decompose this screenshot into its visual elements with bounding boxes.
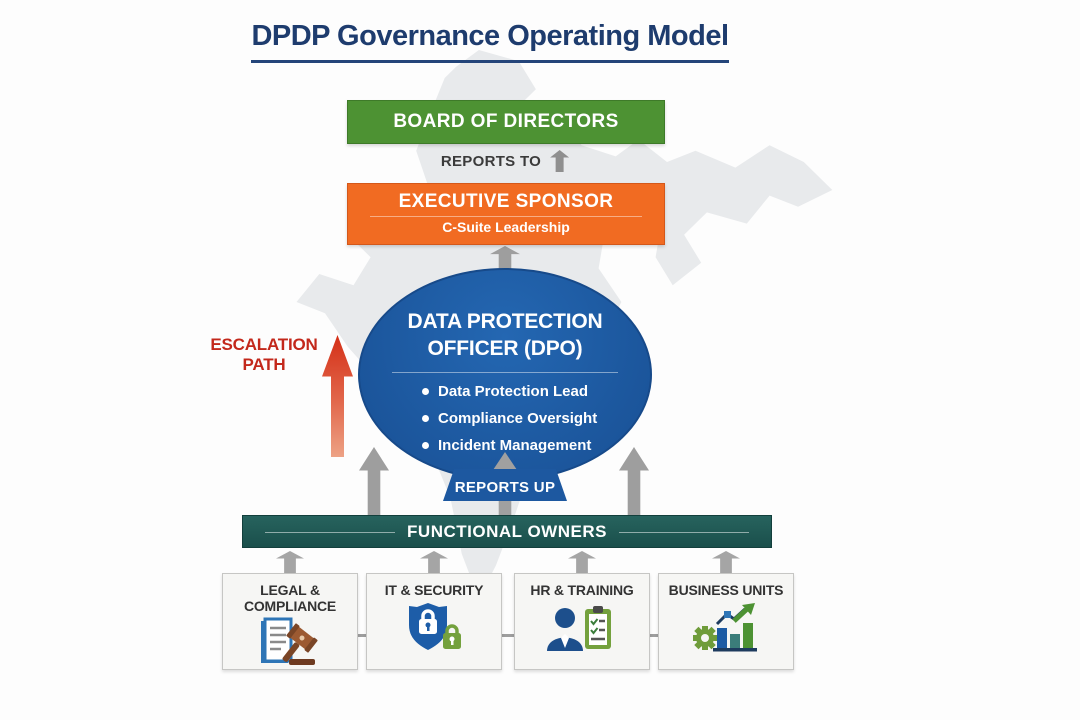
connector-line: [648, 634, 660, 637]
dept-label: IT & SECURITY: [384, 582, 484, 598]
dpo-bullet-list: Data Protection Lead Compliance Oversigh…: [360, 383, 650, 454]
dpo-bullet: Incident Management: [422, 437, 650, 454]
dept-label: BUSINESS UNITS: [668, 582, 784, 598]
dpo-title: DATA PROTECTION OFFICER (DPO): [407, 310, 603, 361]
dept-box-business-units: BUSINESS UNITS: [658, 573, 794, 670]
dept-box-legal-compliance: LEGAL & COMPLIANCE: [222, 573, 358, 670]
person-clipboard-icon: [547, 606, 611, 652]
connector-line: [500, 634, 516, 637]
dept-box-it-security: IT & SECURITY: [366, 573, 502, 670]
functional-owners-label: FUNCTIONAL OWNERS: [407, 521, 607, 541]
document-gavel-icon: [261, 617, 318, 666]
reports-to-label: REPORTS TO: [440, 152, 542, 170]
executive-sponsor-sublabel: C-Suite Leadership: [442, 219, 570, 235]
board-of-directors-label: BOARD OF DIRECTORS: [393, 111, 619, 132]
dept-label: LEGAL & COMPLIANCE: [243, 582, 337, 615]
board-of-directors-box: BOARD OF DIRECTORS: [347, 100, 665, 144]
page-title: DPDP Governance Operating Model: [251, 20, 729, 63]
dpo-bullet: Compliance Oversight: [422, 410, 650, 427]
dept-label: HR & TRAINING: [530, 582, 634, 598]
executive-sponsor-label: EXECUTIVE SPONSOR: [398, 191, 614, 212]
functional-owners-bar: FUNCTIONAL OWNERS: [242, 515, 772, 548]
reports-up-tab: REPORTS UP: [443, 469, 567, 501]
divider: [370, 216, 642, 217]
escalation-path-label: ESCALATION PATH: [210, 335, 318, 375]
up-arrow-icon: [550, 150, 570, 172]
reports-to-row: REPORTS TO: [347, 149, 663, 173]
dpo-bullet: Data Protection Lead: [422, 383, 650, 400]
executive-sponsor-box: EXECUTIVE SPONSOR C-Suite Leadership: [347, 183, 665, 245]
divider: [392, 371, 618, 373]
connector-line: [356, 634, 368, 637]
dpo-ellipse: DATA PROTECTION OFFICER (DPO) Data Prote…: [358, 268, 652, 481]
diagram-title-wrap: DPDP Governance Operating Model: [150, 20, 830, 63]
shield-lock-icon: [409, 603, 461, 651]
dept-box-hr-training: HR & TRAINING: [514, 573, 650, 670]
gear-chart-icon: [693, 603, 757, 652]
